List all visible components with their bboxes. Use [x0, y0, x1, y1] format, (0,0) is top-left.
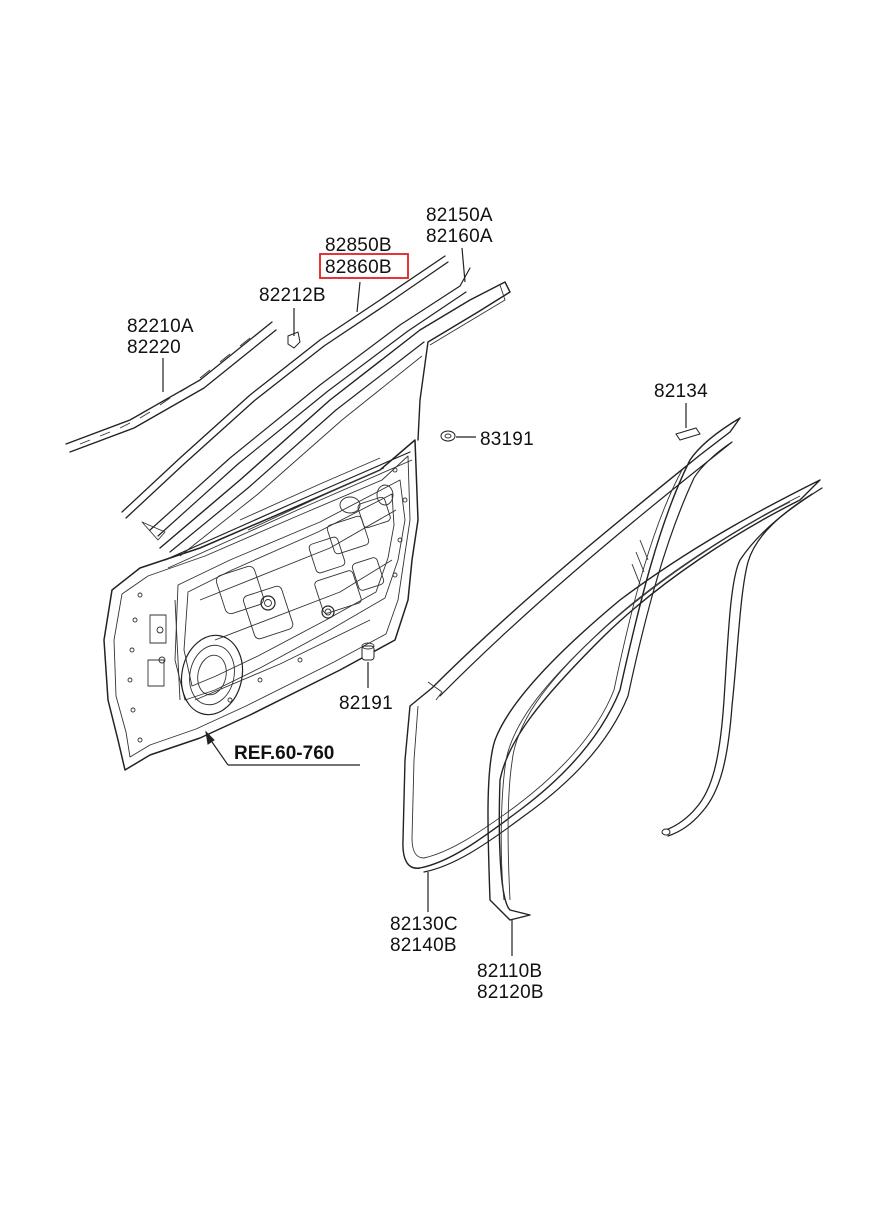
label-82140B[interactable]: 82140B	[390, 935, 457, 956]
door-weatherstrip-82130C	[402, 417, 741, 873]
plug-82191	[361, 642, 375, 661]
label-82220[interactable]: 82220	[127, 337, 181, 358]
front-door-panel	[103, 281, 511, 771]
highlight-box	[319, 253, 409, 279]
label-82110B[interactable]: 82110B	[477, 961, 542, 982]
leader-lines	[162, 247, 687, 956]
label-ref-60-760[interactable]: REF.60-760	[234, 743, 334, 764]
label-82150A[interactable]: 82150A	[426, 205, 493, 226]
tape-82134	[675, 427, 701, 441]
body-weatherstrip-82110B	[487, 479, 823, 921]
part-labels: 82150A 82160A 82850B 82860B 82212B 82210…	[127, 205, 708, 1003]
label-82120B[interactable]: 82120B	[477, 982, 544, 1003]
label-83191[interactable]: 83191	[480, 429, 534, 450]
label-82160A[interactable]: 82160A	[426, 226, 493, 247]
door-frame-molding-82860B	[121, 255, 449, 519]
label-82210A[interactable]: 82210A	[127, 316, 194, 337]
label-82191[interactable]: 82191	[339, 693, 393, 714]
label-82860B[interactable]: 82860B	[325, 257, 392, 278]
inner-belt-weatherstrip-82210A	[65, 321, 277, 453]
plug-83191	[440, 430, 456, 442]
label-82212B[interactable]: 82212B	[259, 285, 326, 306]
label-82850B[interactable]: 82850B	[325, 235, 392, 256]
label-82130C[interactable]: 82130C	[390, 914, 458, 935]
clip-82212B	[287, 331, 301, 349]
outer-belt-molding-82150A	[141, 267, 471, 541]
label-82134[interactable]: 82134	[654, 381, 708, 402]
